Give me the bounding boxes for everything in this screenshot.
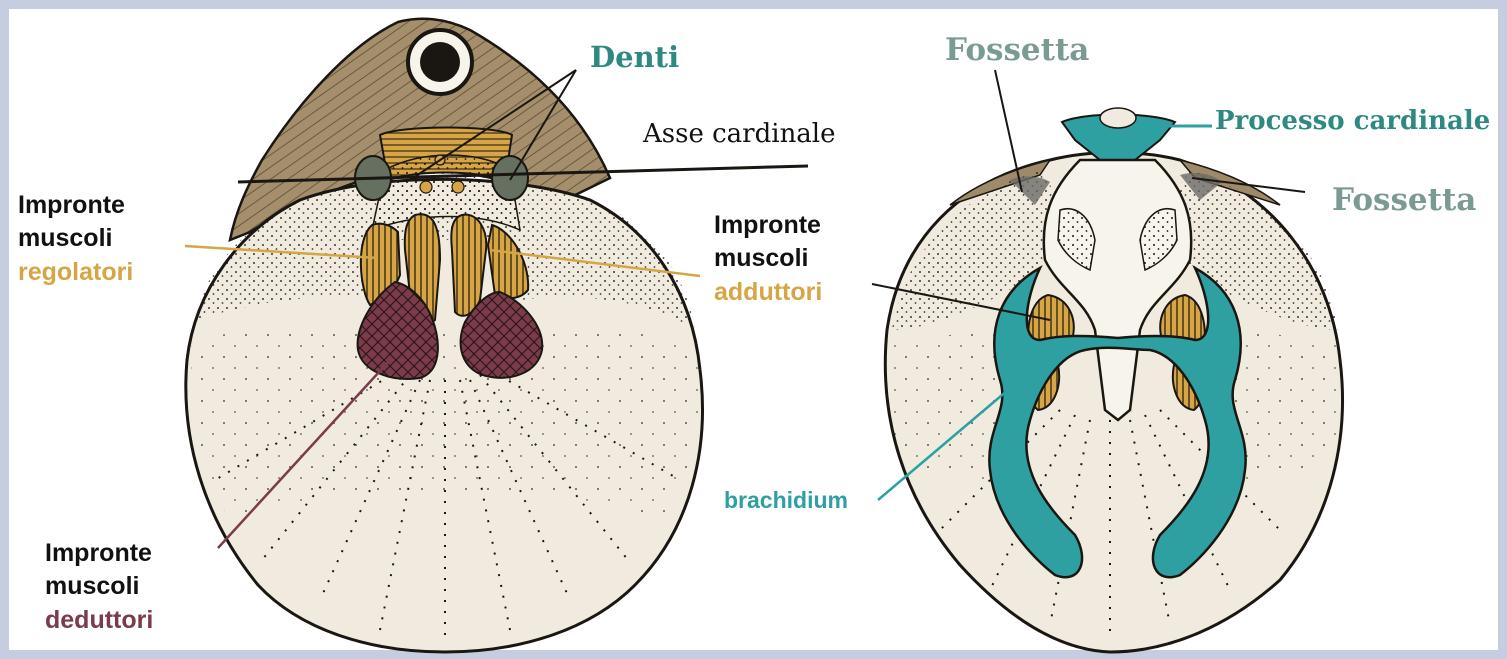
deduttori-line1: Impronte — [45, 540, 153, 566]
label-denti: Denti — [590, 42, 679, 72]
regolatori-line2: muscoli — [18, 225, 133, 251]
deduttori-line2: muscoli — [45, 573, 153, 599]
label-brachidium: brachidium — [724, 488, 848, 512]
adduttori-line3: adduttori — [714, 279, 822, 305]
label-processo-cardinale: Processo cardinale — [1215, 108, 1490, 135]
adduttori-line1: Impronte — [714, 212, 822, 238]
adduttori-line2: muscoli — [714, 245, 822, 271]
left-tooth-right — [492, 156, 528, 200]
processo-cardinale-knob — [1100, 108, 1136, 128]
regolatori-line3: regolatori — [18, 259, 133, 285]
muscle-scar-dot — [420, 181, 432, 193]
muscle-scar-dot — [452, 181, 464, 193]
deduttori-line3: deduttori — [45, 607, 153, 633]
foramen-inner — [420, 42, 460, 82]
right-valve — [885, 108, 1342, 652]
label-asse-cardinale: Asse cardinale — [643, 121, 836, 148]
label-adduttori: Impronte muscoli adduttori — [714, 212, 822, 305]
label-regolatori: Impronte muscoli regolatori — [18, 192, 133, 285]
regolatori-line1: Impronte — [18, 192, 133, 218]
label-fossetta-top: Fossetta — [945, 34, 1089, 67]
left-valve — [186, 19, 703, 652]
label-deduttori: Impronte muscoli deduttori — [45, 540, 153, 633]
label-fossetta-right: Fossetta — [1332, 184, 1476, 217]
